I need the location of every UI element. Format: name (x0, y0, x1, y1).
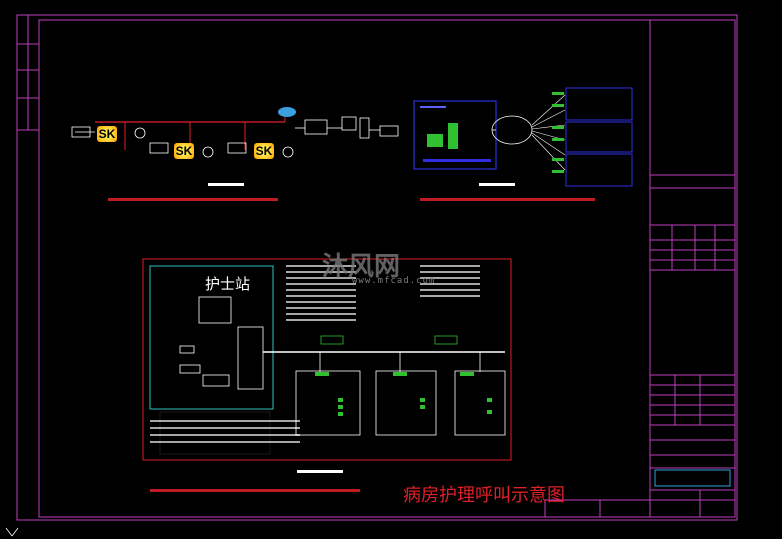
sk-switch-icon: SK (254, 143, 274, 159)
bus-diagram-left (71, 107, 399, 201)
nurse-station-label: 护士站 (205, 275, 251, 293)
ucs-icon (5, 527, 19, 537)
nurse-call-diagram (142, 258, 512, 492)
network-diagram-right (413, 87, 633, 201)
diagram-caption: 病房护理呼叫示意图 (403, 485, 565, 506)
sk-switch-icon: SK (97, 126, 117, 142)
watermark-url: www.mfcad.com (352, 276, 436, 286)
drawing-frame (16, 14, 738, 521)
title-block (544, 20, 735, 517)
sk-switch-icon: SK (174, 143, 194, 159)
watermark: 沐风网 (322, 252, 401, 282)
title-block-logo (654, 469, 731, 487)
